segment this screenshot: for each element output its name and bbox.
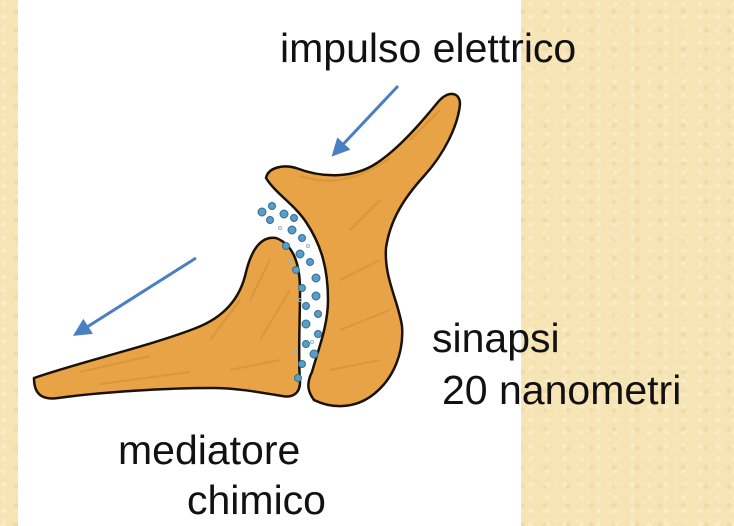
synapse-label: sinapsi [432,318,560,359]
mediator-label-line1: mediatore [118,430,300,471]
distance-label: 20 nanometri [442,370,681,411]
impulse-arrow [334,86,398,154]
impulse-label: impulso elettrico [280,28,576,69]
mediator-label-line2: chimico [187,480,326,521]
output-arrow [76,258,196,334]
